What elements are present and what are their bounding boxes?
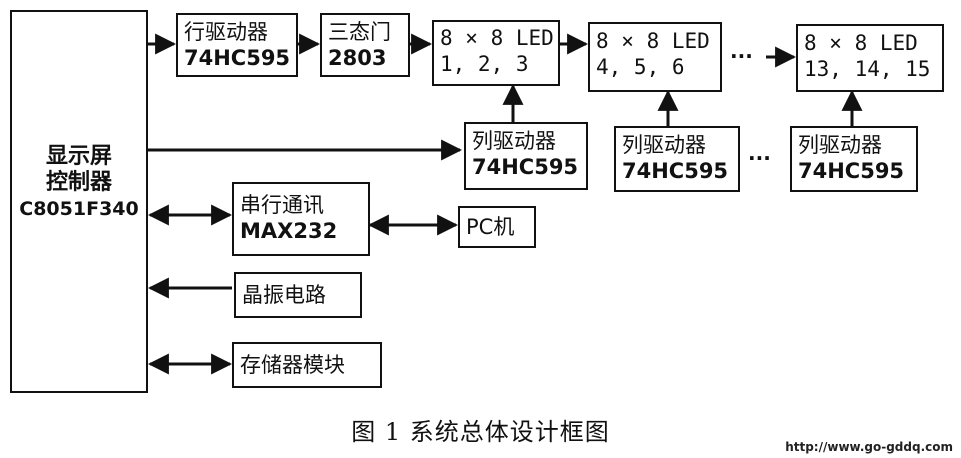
tristate-gate-block: 三态门 2803 xyxy=(320,13,410,77)
col-driver2-label-2: 74HC595 xyxy=(622,159,729,183)
controller-label-1: 显示屏 xyxy=(45,144,112,169)
led1-label-2: 1, 2, 3 xyxy=(440,52,529,76)
serial-label-1: 串行通讯 xyxy=(240,193,324,217)
led-matrix-block-3: 8 × 8 LED 13, 14, 15 xyxy=(796,24,944,92)
display-controller-block: 显示屏 控制器 C8051F340 xyxy=(10,10,148,393)
pc-block: PC机 xyxy=(458,206,536,248)
col-driver1-label-1: 列驱动器 xyxy=(472,129,556,153)
led-matrix-block-1: 8 × 8 LED 1, 2, 3 xyxy=(432,20,560,86)
ellipsis-top: ··· xyxy=(730,44,753,68)
memory-label: 存储器模块 xyxy=(240,353,345,377)
figure-caption: 图 1 系统总体设计框图 xyxy=(351,418,610,446)
controller-label-3: C8051F340 xyxy=(19,198,139,220)
controller-label-2: 控制器 xyxy=(45,170,112,195)
serial-comm-block: 串行通讯 MAX232 xyxy=(232,182,370,256)
col-driver2-label-1: 列驱动器 xyxy=(622,133,706,157)
col-driver3-label-1: 列驱动器 xyxy=(798,133,882,157)
col-driver3-label-2: 74HC595 xyxy=(798,159,905,183)
row-driver-label-1: 行驱动器 xyxy=(184,20,268,44)
memory-module-block: 存储器模块 xyxy=(232,342,382,388)
column-driver-block-1: 列驱动器 74HC595 xyxy=(464,122,588,190)
row-driver-label-2: 74HC595 xyxy=(184,46,291,70)
pc-label: PC机 xyxy=(466,215,515,239)
crystal-label: 晶振电路 xyxy=(242,283,326,307)
row-driver-block: 行驱动器 74HC595 xyxy=(176,13,298,77)
serial-label-2: MAX232 xyxy=(240,219,338,243)
ellipsis-bottom: ··· xyxy=(748,146,771,170)
col-driver1-label-2: 74HC595 xyxy=(472,155,579,179)
led-matrix-block-2: 8 × 8 LED 4, 5, 6 xyxy=(588,22,722,92)
led1-label-1: 8 × 8 LED xyxy=(440,26,554,50)
watermark-url: http://www.go-gddq.com xyxy=(785,440,953,454)
column-driver-block-2: 列驱动器 74HC595 xyxy=(614,126,740,192)
led3-label-2: 13, 14, 15 xyxy=(804,57,931,81)
tristate-label-1: 三态门 xyxy=(328,20,391,44)
tristate-label-2: 2803 xyxy=(328,46,387,70)
led3-label-1: 8 × 8 LED xyxy=(804,31,918,55)
crystal-oscillator-block: 晶振电路 xyxy=(234,272,362,318)
led2-label-1: 8 × 8 LED xyxy=(596,29,710,53)
column-driver-block-3: 列驱动器 74HC595 xyxy=(790,126,918,192)
led2-label-2: 4, 5, 6 xyxy=(596,55,685,79)
